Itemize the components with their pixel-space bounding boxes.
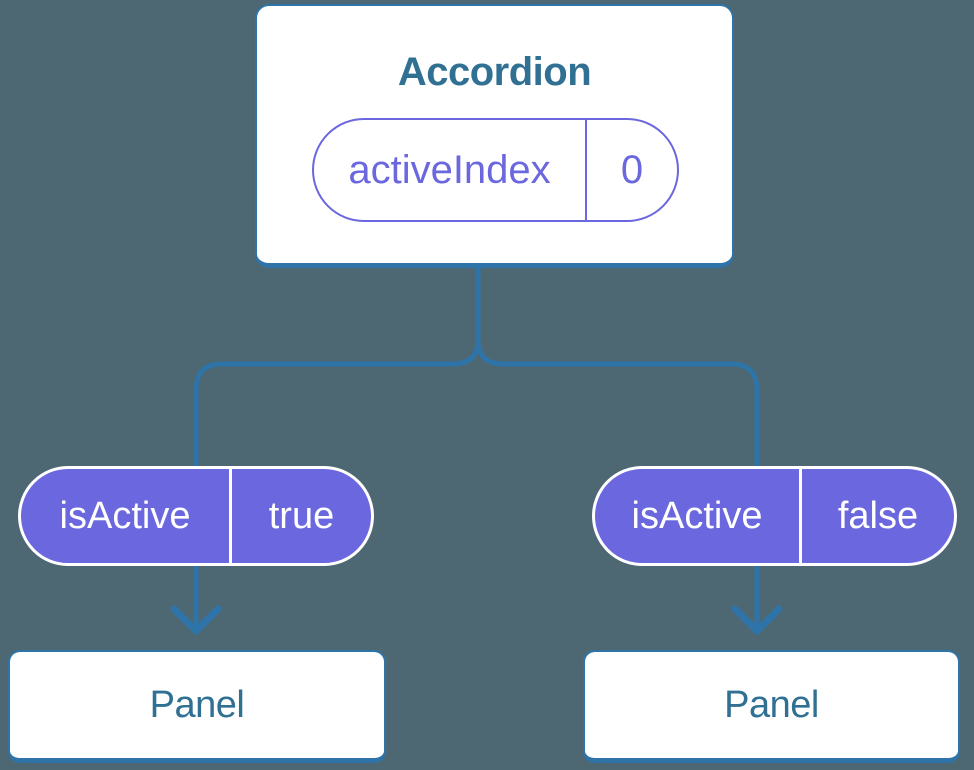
connector-left-branch bbox=[193, 265, 481, 627]
accordion-component-box: Accordion activeIndex 0 bbox=[255, 4, 734, 268]
panel-title: Panel bbox=[724, 683, 819, 726]
state-pill-activeindex: activeIndex 0 bbox=[312, 118, 679, 222]
panel-title: Panel bbox=[149, 683, 245, 726]
state-pill-label: activeIndex bbox=[314, 120, 587, 220]
prop-pill-isactive-true: isActive true bbox=[18, 466, 374, 566]
prop-pill-value: false bbox=[837, 494, 919, 537]
prop-pill-label: isActive bbox=[595, 469, 802, 563]
panel-component-box: Panel bbox=[583, 650, 960, 763]
connector-right-branch bbox=[475, 265, 760, 627]
arrow-down-icon bbox=[731, 605, 783, 635]
arrow-down-icon bbox=[170, 605, 222, 635]
panel-component-box: Panel bbox=[8, 650, 386, 763]
state-pill-value: 0 bbox=[620, 147, 644, 192]
prop-pill-value: true bbox=[268, 494, 335, 537]
prop-pill-label: isActive bbox=[21, 469, 232, 563]
prop-pill-isactive-false: isActive false bbox=[592, 466, 957, 566]
accordion-title: Accordion bbox=[397, 50, 592, 94]
